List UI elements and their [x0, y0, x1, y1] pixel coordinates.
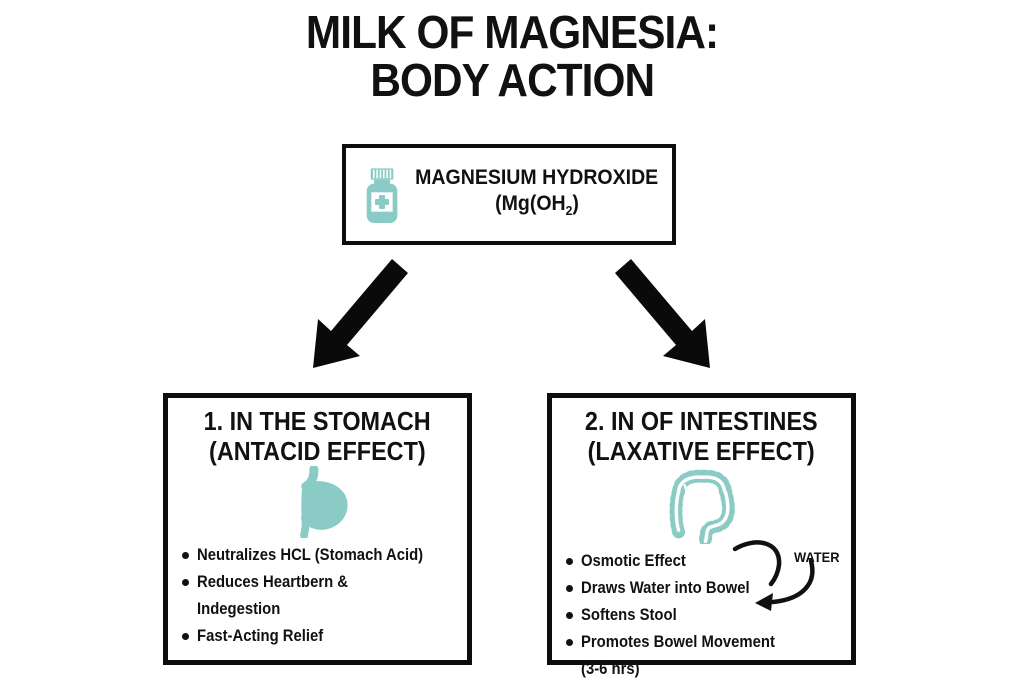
bullet-item: Osmotic Effect [565, 548, 845, 575]
page-title: MILK OF MAGNESIA: BODY ACTION [0, 8, 1024, 104]
intestines-heading: 2. IN OF INTESTINES (LAXATIVE EFFECT) [552, 398, 851, 466]
stomach-icon [299, 464, 348, 540]
water-label: WATER [794, 549, 840, 565]
intestines-icon-row [552, 466, 851, 549]
stomach-heading: 1. IN THE STOMACH (ANTACID EFFECT) [168, 398, 467, 466]
intestines-heading-line2: (LAXATIVE EFFECT) [587, 436, 816, 466]
intestines-heading-line1: 2. IN OF INTESTINES [585, 406, 818, 436]
source-name: MAGNESIUM HYDROXIDE [415, 165, 659, 189]
bullet-item: Softens Stool [565, 602, 845, 629]
page-title-line2: BODY ACTION [370, 54, 655, 106]
stomach-heading-line2: (ANTACID EFFECT) [209, 436, 426, 466]
intestines-bullets: Osmotic Effect Draws Water into Bowel So… [552, 548, 851, 683]
medicine-bottle-icon [366, 167, 398, 223]
bullet-item: Reduces Heartbern & Indegestion [181, 569, 461, 623]
bullet-item: Neutralizes HCL (Stomach Acid) [181, 542, 461, 569]
source-formula: (Mg(OH2) [495, 191, 579, 219]
bullet-item: Fast-Acting Relief [181, 623, 461, 650]
stomach-icon-row [168, 464, 467, 540]
down-right-arrow-icon [615, 259, 710, 368]
bullet-item: Draws Water into Bowel [565, 575, 845, 602]
intestines-icon [669, 469, 735, 549]
stomach-bullets: Neutralizes HCL (Stomach Acid) Reduces H… [168, 542, 467, 650]
page-title-line1: MILK OF MAGNESIA: [305, 6, 719, 58]
water-swirl-arrow-icon [732, 540, 815, 611]
source-text: MAGNESIUM HYDROXIDE (Mg(OH2) [402, 165, 672, 224]
stomach-heading-line1: 1. IN THE STOMACH [203, 406, 432, 436]
bullet-item: Promotes Bowel Movement (3-6 hrs) [565, 629, 845, 683]
intestines-box: 2. IN OF INTESTINES (LAXATIVE EFFECT) [547, 393, 856, 678]
stomach-box: 1. IN THE STOMACH (ANTACID EFFECT) Neutr… [163, 393, 472, 665]
down-left-arrow-icon [313, 259, 408, 368]
source-box: MAGNESIUM HYDROXIDE (Mg(OH2) [342, 144, 676, 245]
